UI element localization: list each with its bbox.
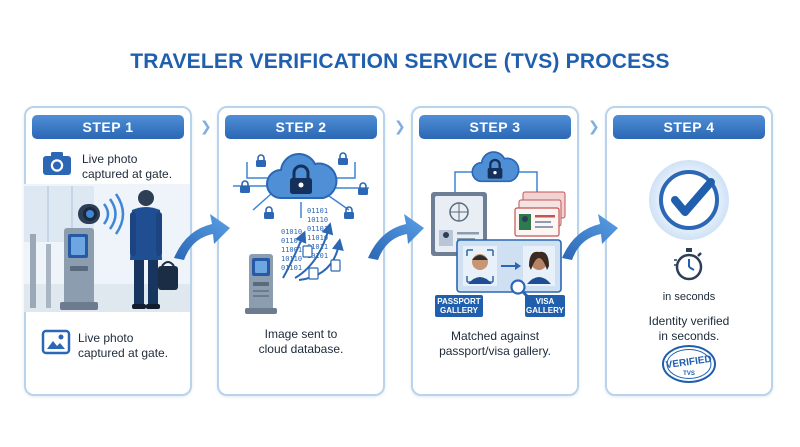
small-lock-icon: [358, 182, 368, 195]
face-match-screen: [456, 239, 562, 293]
upload-arrows: [282, 222, 344, 281]
step-2-caption: Image sent to cloud database.: [258, 327, 344, 356]
flow-arrow-icon: [368, 214, 424, 260]
page-title: TRAVELER VERIFICATION SERVICE (TVS) PROC…: [130, 50, 670, 73]
chevron-right-icon: ❯: [588, 118, 600, 134]
cloud-lock-icon: [471, 151, 520, 183]
binary-stream-b: 01010 01101 11001 10110 01101: [281, 228, 303, 272]
chevron-right-icon: ❯: [394, 118, 406, 134]
step-1-caption-top: Live photo captured at gate.: [82, 152, 173, 181]
cloud-lock-icon: [266, 153, 338, 199]
step-3-header: STEP 3: [419, 115, 571, 139]
step-4-caption: Identity verified in seconds.: [648, 314, 730, 343]
network-lines: [233, 162, 369, 218]
step-3-caption: Matched against passport/visa gallery.: [439, 329, 551, 358]
small-lock-icon: [240, 180, 250, 193]
step-1-header: STEP 1: [32, 115, 184, 139]
small-lock-icon: [264, 206, 274, 219]
time-label: in seconds: [662, 291, 716, 303]
step-4-panel: STEP 4 in seconds Identity verified in s…: [605, 106, 773, 396]
verified-stamp: VERIFIED TVS: [662, 345, 716, 383]
step-1-panel: STEP 1 Live photo captured at gate.: [24, 106, 192, 396]
checkmark-icon: [649, 160, 729, 240]
image-icon: [41, 329, 71, 355]
small-lock-icon: [344, 206, 354, 219]
step-2-panel: STEP 2 01101 10110 01101 11010 01011 101…: [217, 106, 385, 396]
flow-arrow-icon: [174, 214, 230, 260]
step-4-header: STEP 4: [613, 115, 765, 139]
step-2-header: STEP 2: [225, 115, 377, 139]
chevron-right-icon: ❯: [200, 118, 212, 134]
stopwatch-icon: [674, 248, 703, 281]
camera-icon: [43, 152, 71, 175]
kiosk-illustration: [245, 254, 277, 314]
small-lock-icon: [338, 152, 348, 165]
small-lock-icon: [256, 154, 266, 167]
visa-gallery-chip: VISA GALLERY: [525, 295, 565, 317]
step-1-caption-bottom: Live photo captured at gate.: [78, 331, 169, 360]
network-lines: [454, 171, 538, 192]
stamp-tvs-text: TVS: [683, 371, 695, 377]
visa-cards-illustration: [514, 191, 566, 237]
step-3-panel: STEP 3: [411, 106, 579, 396]
gate-scene-illustration: [24, 184, 190, 312]
passport-gallery-chip: PASSPORT GALLERY: [435, 295, 483, 317]
flow-arrow-icon: [562, 214, 618, 260]
